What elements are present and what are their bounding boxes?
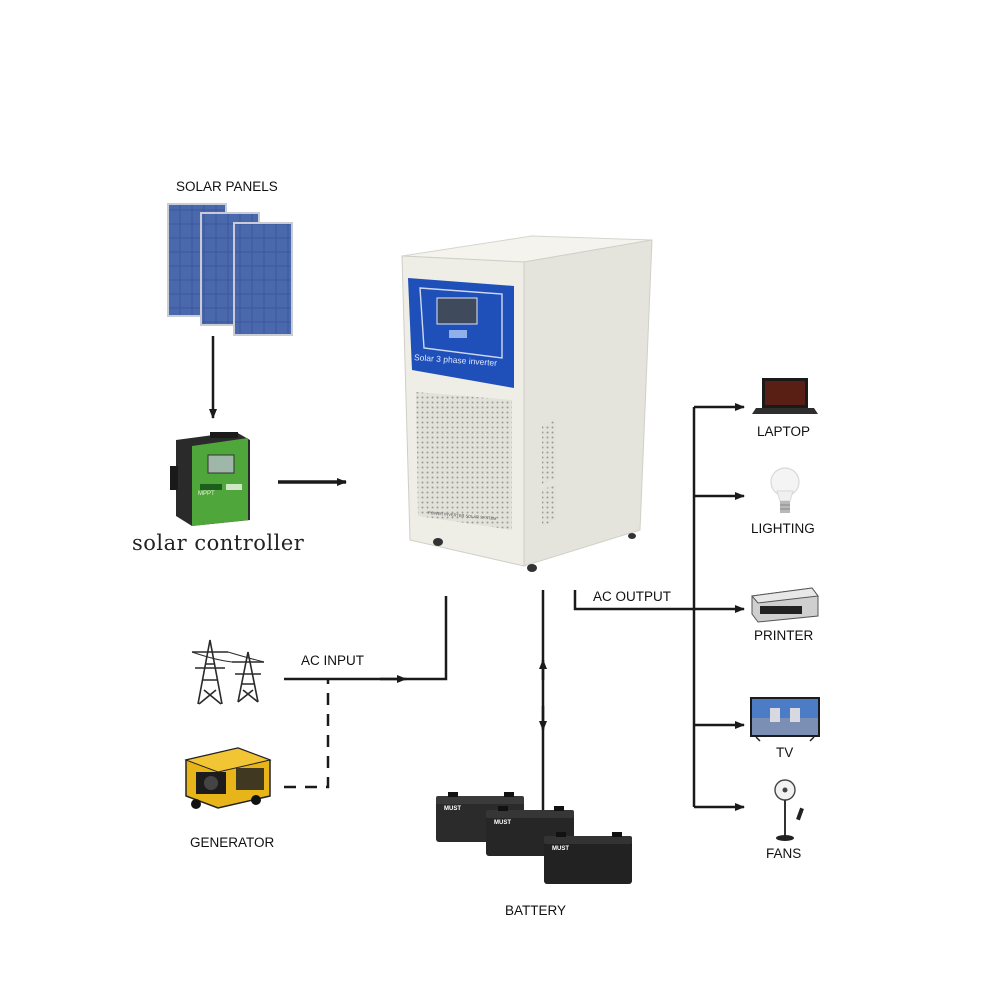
solar-panels-label: SOLAR PANELS [176,179,278,194]
laptop-icon [752,378,818,414]
printer-label: PRINTER [754,628,814,643]
battery-brand-3: MUST [552,846,569,852]
generator-label: GENERATOR [190,835,275,850]
printer-icon [751,587,819,623]
light-bulb-icon [770,467,800,513]
battery-brand-1: MUST [444,806,461,812]
connector-lines [209,336,745,811]
fan-icon [774,779,804,841]
generator-dashed-line [284,679,330,789]
ac-output-label: AC OUTPUT [593,589,672,604]
tv-icon [750,697,820,742]
laptop-label: LAPTOP [757,424,811,439]
solar-controller-label: solar controller [132,531,305,555]
battery-brand-2: MUST [494,820,511,826]
solar-inverter-icon [401,235,653,572]
ac-input-label: AC INPUT [301,653,365,668]
power-grid-icon [191,639,265,705]
fans-label: FANS [766,846,802,861]
solar-controller-icon [170,432,250,526]
ac-input-line [284,596,448,681]
battery-icon [436,792,632,884]
battery-label: BATTERY [505,903,567,918]
tv-label: TV [776,745,794,760]
lighting-label: LIGHTING [751,521,815,536]
generator-icon [184,747,272,809]
solar-panels-icon [167,203,293,336]
controller-badge-text: MPPT [198,491,215,497]
ac-output-line [573,590,694,611]
